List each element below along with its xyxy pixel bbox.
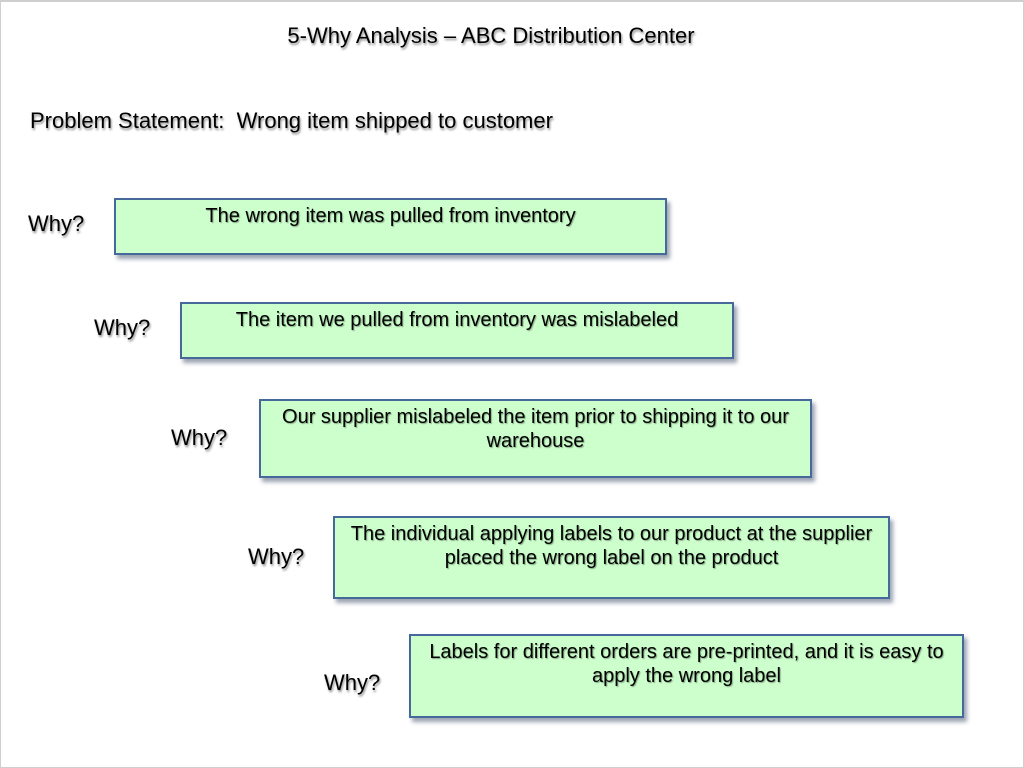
answer-box-5: Labels for different orders are pre-prin… xyxy=(409,634,964,718)
why-label-5: Why? xyxy=(324,670,381,695)
why-label-1: Why? xyxy=(28,211,85,236)
problem-statement: Problem Statement: Wrong item shipped to… xyxy=(30,108,553,133)
answer-box-4: The individual applying labels to our pr… xyxy=(333,516,890,599)
answer-box-2: The item we pulled from inventory was mi… xyxy=(180,302,734,359)
why-label-2: Why? xyxy=(94,315,151,340)
answer-box-1: The wrong item was pulled from inventory xyxy=(114,198,667,255)
slide-title: 5-Why Analysis – ABC Distribution Center xyxy=(287,23,695,48)
why-label-4: Why? xyxy=(248,544,305,569)
why-label-3: Why? xyxy=(171,425,228,450)
answer-box-3: Our supplier mislabeled the item prior t… xyxy=(259,399,812,478)
